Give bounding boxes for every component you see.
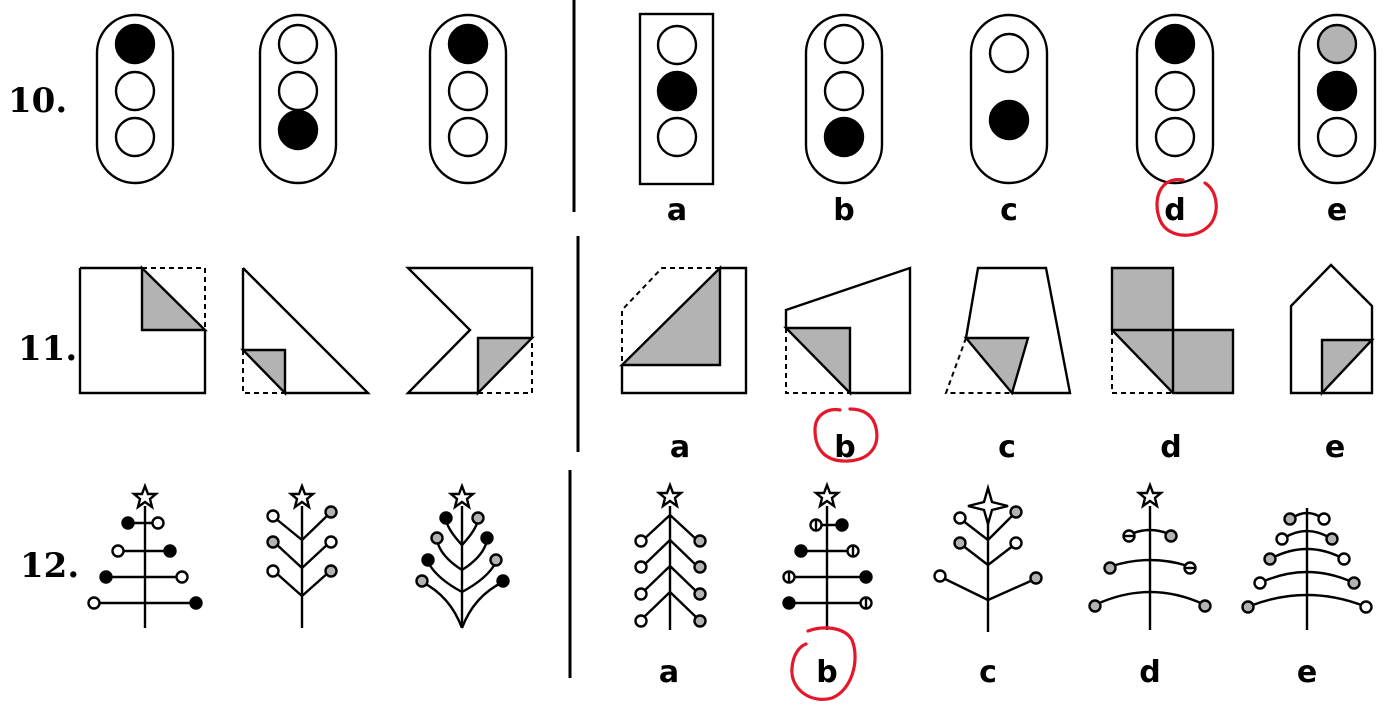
q12-option-d-label[interactable]: d — [1139, 655, 1160, 690]
q11-option-c-label[interactable]: c — [998, 430, 1016, 465]
q12-option-d-figure[interactable] — [1088, 481, 1212, 630]
q10-figure-2 — [258, 13, 338, 185]
q11-option-b-label[interactable]: b — [834, 430, 855, 465]
q10-option-c-figure[interactable] — [969, 13, 1049, 185]
question-number-10: 10. — [8, 81, 67, 121]
q12-option-e-label[interactable]: e — [1297, 655, 1317, 690]
q10-option-b-figure[interactable] — [804, 13, 884, 185]
q12-option-a-label[interactable]: a — [659, 655, 679, 690]
q12-answer-circle-mark — [790, 626, 857, 701]
q11-option-d-label[interactable]: d — [1160, 430, 1181, 465]
question-number-12: 12. — [20, 546, 79, 586]
q10-option-d-figure[interactable] — [1135, 13, 1215, 185]
q12-option-a-figure[interactable] — [634, 481, 707, 630]
q10-answer-circle-mark — [1155, 178, 1218, 237]
q10-option-c-label[interactable]: c — [1000, 193, 1018, 228]
q12-option-b-label[interactable]: b — [816, 655, 837, 690]
q12-option-c-label[interactable]: c — [979, 655, 997, 690]
q11-option-a-label[interactable]: a — [670, 430, 690, 465]
q12-figure-3 — [415, 482, 510, 629]
q11-option-e-figure[interactable] — [1289, 263, 1375, 397]
q11-option-a-figure[interactable] — [619, 265, 748, 395]
q10-option-b-label[interactable]: b — [833, 193, 854, 228]
question-number-11: 11. — [18, 329, 77, 369]
q10-option-d-label[interactable]: d — [1164, 193, 1185, 228]
q11-figure-3 — [405, 266, 535, 396]
q10-option-a-figure[interactable] — [638, 12, 715, 186]
q10-option-a-label[interactable]: a — [667, 193, 687, 228]
q10-figure-1 — [95, 13, 175, 185]
q11-figure-2 — [240, 267, 371, 396]
q11-option-e-label[interactable]: e — [1325, 430, 1345, 465]
q11-figure-1 — [78, 265, 208, 395]
q12-option-b-figure[interactable] — [782, 481, 873, 630]
q12-option-e-figure[interactable] — [1241, 508, 1373, 630]
q11-option-b-figure[interactable] — [783, 266, 912, 396]
q10-figure-3 — [428, 13, 508, 185]
q12-figure-2 — [266, 482, 338, 628]
q11-option-d-figure[interactable] — [1110, 266, 1235, 395]
q11-answer-circle-mark — [813, 407, 879, 463]
q11-option-c-figure[interactable] — [944, 266, 1072, 396]
q12-figure-1 — [87, 482, 203, 628]
q12-option-c-figure[interactable] — [933, 483, 1043, 632]
q10-option-e-label[interactable]: e — [1327, 193, 1347, 228]
q10-option-e-figure[interactable] — [1297, 13, 1377, 185]
